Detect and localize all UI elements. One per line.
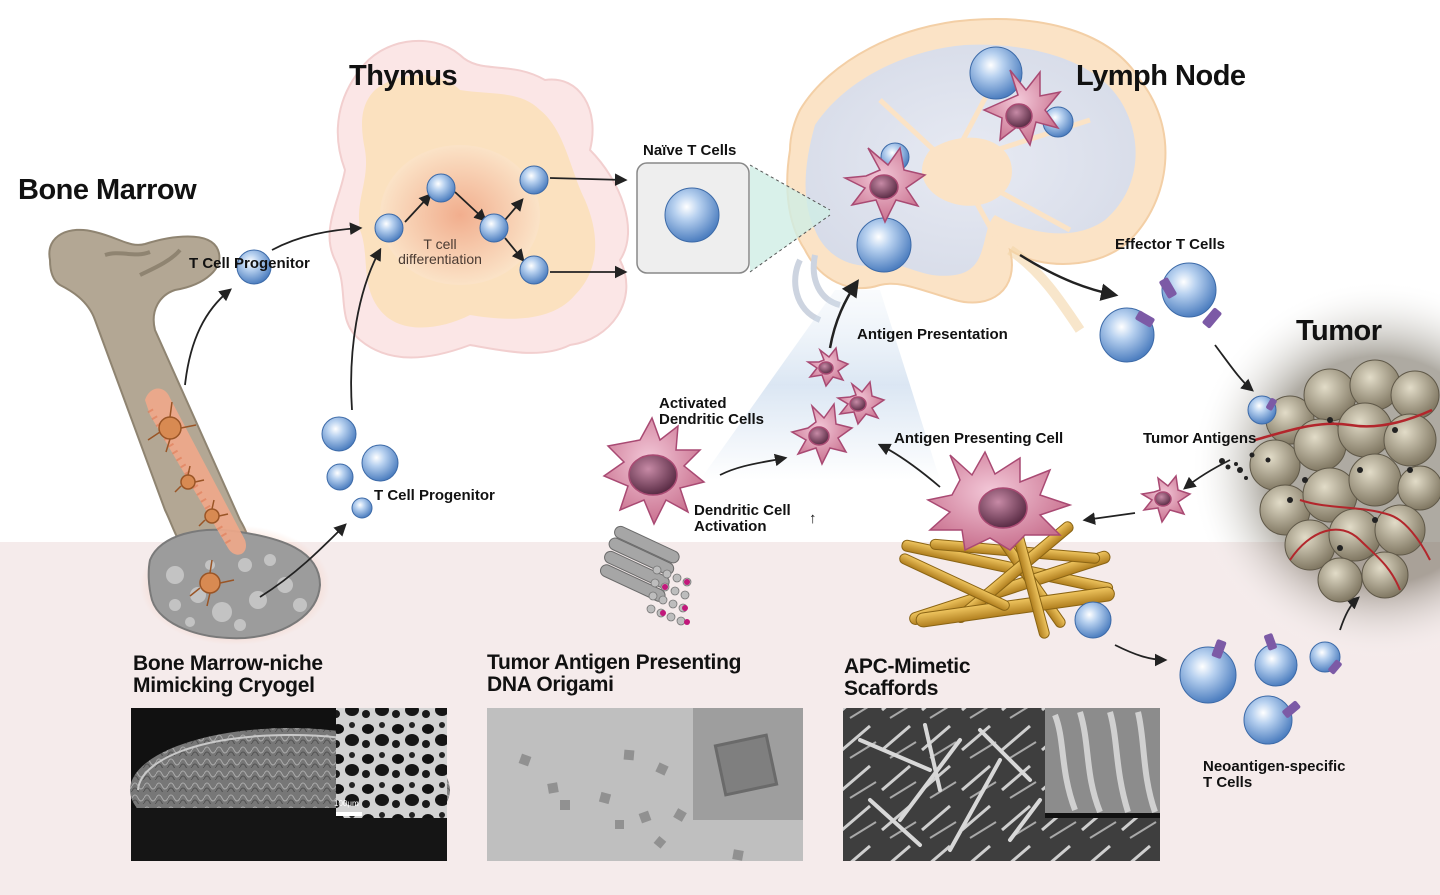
panel-title-dna-origami: Tumor Antigen Presenting DNA Origami [487,651,742,697]
dna-origami-bundle [599,525,692,626]
t-cell-receptors [1135,277,1342,718]
heading-thymus: Thymus [349,60,458,92]
panel-title-cryogel: Bone Marrow-niche Mimicking Cryogel [133,652,323,698]
label-antigen-presentation: Antigen Presentation [857,326,1008,343]
dna-origami-tem-image [487,708,803,861]
panel-title-scaffolds: APC-Mimetic Scaffords [844,655,971,701]
label-t-cell-progenitor-bottom: T Cell Progenitor [374,487,495,504]
label-activated-dendritic-cells: Activated Dendritic Cells [659,395,765,428]
migration-beam [700,290,940,480]
label-t-cell-differentiation: T cell differentiation [398,236,482,267]
heading-tumor: Tumor [1296,315,1382,347]
label-antigen-presenting-cell: Antigen Presenting Cell [894,430,1064,447]
label-dendritic-cell-activation: Dendritic Cell Activation [694,502,791,535]
label-naive-t-cells: Naïve T Cells [643,142,737,159]
label-tumor-antigens: Tumor Antigens [1143,430,1257,447]
heading-bone-marrow: Bone Marrow [18,174,197,206]
label-neoantigen-t-cells: Neoantigen-specific T Cells [1203,758,1346,791]
heading-lymph-node: Lymph Node [1076,60,1246,92]
dendritic-cells [602,69,1192,552]
up-arrow-icon: ↑ [809,510,817,527]
marrow-niche-cells [147,401,235,607]
tumor-antigen-fragments [1219,452,1271,480]
apc-scaffold-rods [899,510,1115,639]
scaffold-sem-image [843,708,1160,861]
label-t-cell-progenitor-top: T Cell Progenitor [189,255,310,272]
scale-bar-label: 100μm [334,799,359,808]
bone-illustration [48,228,330,645]
cryogel-sem-image [130,708,450,861]
label-effector-t-cells: Effector T Cells [1115,236,1226,253]
flow-arrows [184,173,1360,667]
tumor-mass [1249,359,1440,603]
t-cells [236,46,1341,745]
